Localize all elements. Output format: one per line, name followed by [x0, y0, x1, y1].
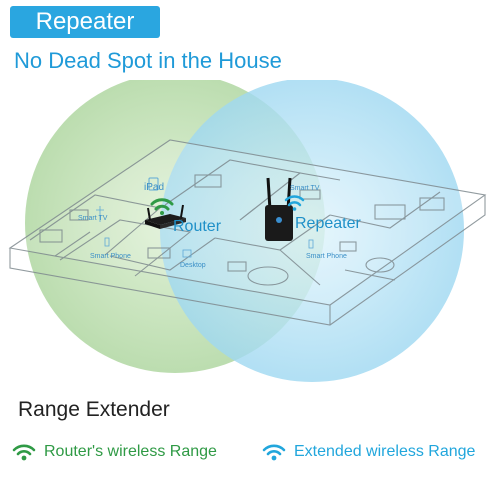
smart-tv-left-label: Smart TV [78, 215, 108, 222]
smart-tv-right: Smart TV [290, 185, 320, 192]
smart-tv-right-label: Smart TV [290, 185, 320, 192]
smart-phone-left-label: Smart Phone [90, 253, 131, 260]
house-floorplan-illustration: Router Repeater iPad Smart TV Smart TV [8, 80, 487, 382]
extended-range-circle [160, 80, 464, 382]
repeater-badge: Repeater [10, 6, 160, 38]
legend-router-label: Router's wireless Range [44, 443, 217, 460]
wifi-icon [262, 444, 286, 461]
desktop-device: Desktop [180, 249, 206, 269]
desktop-label: Desktop [180, 262, 206, 269]
router-label: Router [173, 218, 222, 235]
ipad-device: iPad [144, 177, 164, 193]
legend-extended-range: Extended wireless Range [262, 440, 475, 464]
legend-extended-label: Extended wireless Range [294, 443, 476, 460]
smart-phone-right-label: Smart Phone [306, 253, 347, 260]
smart-phone-right: Smart Phone [306, 239, 347, 260]
smart-phone-left: Smart Phone [90, 237, 131, 260]
repeater-wifi-icon [284, 195, 305, 211]
page-headline: No Dead Spot in the House [14, 48, 282, 73]
repeater-label: Repeater [295, 215, 361, 232]
coverage-illustration: Router Repeater iPad Smart TV Smart TV [0, 80, 500, 400]
smart-tv-left: Smart TV [78, 206, 108, 222]
range-extender-title: Range Extender [18, 398, 170, 421]
router-device [145, 204, 186, 229]
router-wifi-icon [150, 198, 174, 215]
legend-router-range: Router's wireless Range [12, 440, 217, 464]
floor-plan [8, 139, 487, 326]
ipad-label: iPad [144, 182, 164, 193]
wifi-icon [12, 444, 36, 461]
